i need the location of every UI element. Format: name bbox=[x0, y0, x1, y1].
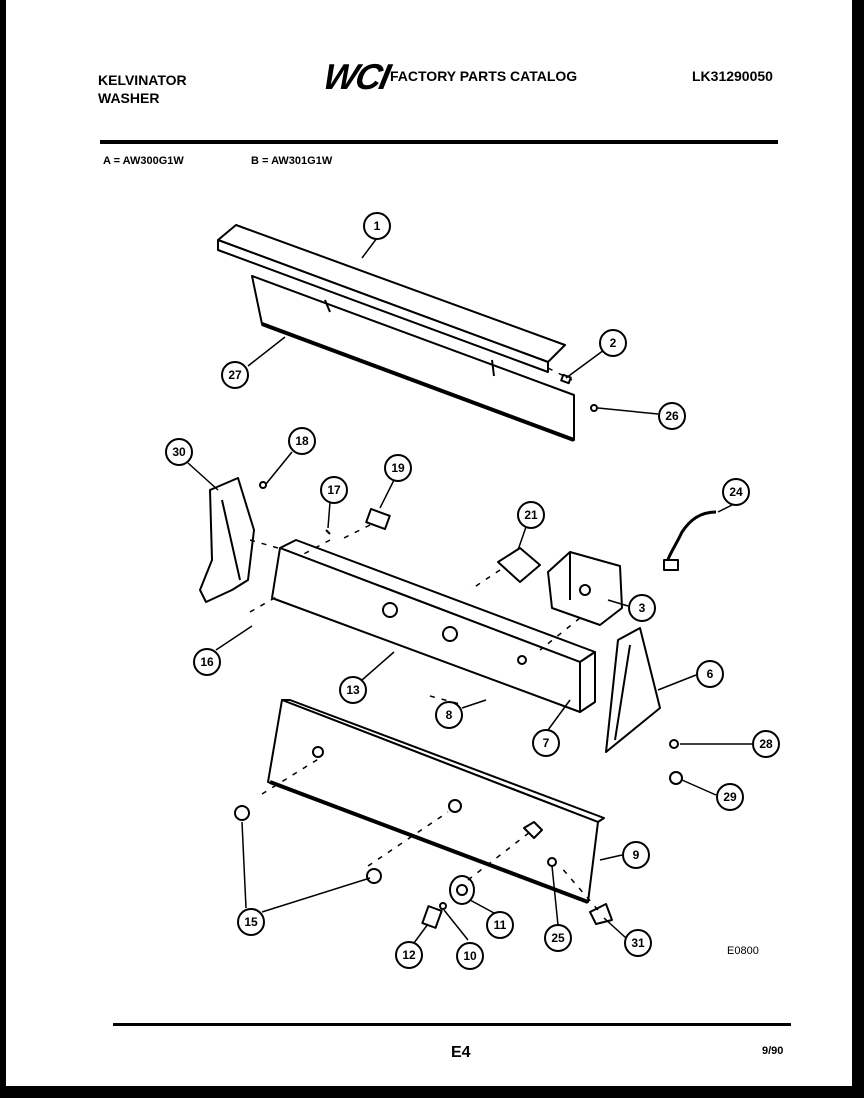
callout-label: 8 bbox=[446, 708, 453, 722]
callout-label: 7 bbox=[543, 736, 550, 750]
callout-3 bbox=[628, 594, 656, 622]
header-rule bbox=[100, 140, 778, 144]
part-nut-15a bbox=[234, 805, 250, 821]
callout-1 bbox=[363, 212, 391, 240]
model-b: B = AW301G1W bbox=[251, 155, 333, 167]
part-grommet-15b bbox=[366, 868, 382, 884]
part-knob-11 bbox=[449, 875, 475, 905]
callout-label: 11 bbox=[494, 918, 507, 932]
catalog-number: LK31290050 bbox=[692, 68, 773, 84]
appliance-type: WASHER bbox=[98, 90, 160, 106]
callout-16 bbox=[193, 648, 221, 676]
callout-15 bbox=[237, 908, 265, 936]
callout-label: 9 bbox=[633, 848, 640, 862]
model-a: A = AW300G1W bbox=[103, 155, 184, 167]
page-number: E4 bbox=[451, 1044, 471, 1061]
callout-25 bbox=[544, 924, 572, 952]
callout-10 bbox=[456, 942, 484, 970]
part-screw-28 bbox=[669, 739, 679, 749]
callout-6 bbox=[696, 660, 724, 688]
part-timer bbox=[547, 551, 623, 626]
revision-date: 9/90 bbox=[762, 1045, 784, 1057]
callout-label: 17 bbox=[327, 483, 341, 497]
callout-27 bbox=[221, 361, 249, 389]
callout-label: 31 bbox=[631, 936, 645, 950]
callout-label: 15 bbox=[244, 915, 258, 929]
callout-label: 3 bbox=[639, 601, 646, 615]
part-control-panel bbox=[271, 539, 596, 713]
part-knob-12 bbox=[421, 905, 443, 929]
callout-label: 13 bbox=[346, 683, 360, 697]
footer-rule bbox=[113, 1023, 791, 1026]
callout-21 bbox=[517, 501, 545, 529]
callout-label: 19 bbox=[391, 461, 405, 475]
callout-label: 25 bbox=[551, 931, 565, 945]
callout-26 bbox=[658, 402, 686, 430]
callout-7 bbox=[532, 729, 560, 757]
callout-19 bbox=[384, 454, 412, 482]
callout-label: 27 bbox=[228, 368, 242, 382]
part-side-bracket bbox=[199, 477, 255, 603]
callout-label: 1 bbox=[374, 219, 381, 233]
callout-label: 16 bbox=[200, 655, 214, 669]
callout-label: 28 bbox=[759, 737, 773, 751]
callout-label: 2 bbox=[610, 336, 617, 350]
callout-12 bbox=[395, 941, 423, 969]
catalog-title: FACTORY PARTS CATALOG bbox=[390, 68, 578, 84]
callout-31 bbox=[624, 929, 652, 957]
callout-9 bbox=[622, 841, 650, 869]
callout-label: 6 bbox=[707, 667, 714, 681]
callout-label: 10 bbox=[463, 949, 477, 963]
part-screw-18 bbox=[259, 481, 267, 489]
callout-17 bbox=[320, 476, 348, 504]
part-screw-26 bbox=[590, 404, 598, 412]
part-clip-31 bbox=[589, 903, 613, 925]
part-lower-panel bbox=[267, 699, 605, 904]
callout-28 bbox=[752, 730, 780, 758]
callout-label: 29 bbox=[723, 790, 737, 804]
brand-name: KELVINATOR bbox=[98, 72, 187, 88]
part-switch bbox=[365, 508, 391, 530]
part-pin-17 bbox=[325, 529, 331, 535]
callout-2 bbox=[599, 329, 627, 357]
drawing-number: E0800 bbox=[727, 945, 759, 957]
part-rear-panel bbox=[251, 275, 575, 442]
part-wire-harness bbox=[664, 510, 717, 567]
catalog-sheet bbox=[6, 0, 855, 1086]
callout-13 bbox=[339, 676, 367, 704]
callout-8 bbox=[435, 701, 463, 729]
callout-label: 21 bbox=[524, 508, 538, 522]
callout-label: 30 bbox=[172, 445, 186, 459]
callout-18 bbox=[288, 427, 316, 455]
part-clip-29 bbox=[669, 771, 683, 785]
part-top-trim bbox=[217, 224, 566, 373]
callout-30 bbox=[165, 438, 193, 466]
callout-11 bbox=[486, 911, 514, 939]
part-end-cap bbox=[605, 627, 661, 753]
callout-24 bbox=[722, 478, 750, 506]
part-switch-21 bbox=[497, 547, 541, 583]
callout-label: 18 bbox=[295, 434, 309, 448]
part-ring-10 bbox=[439, 902, 447, 910]
callout-label: 24 bbox=[729, 485, 743, 499]
callout-label: 12 bbox=[402, 948, 416, 962]
callout-label: 26 bbox=[665, 409, 679, 423]
callout-29 bbox=[716, 783, 744, 811]
